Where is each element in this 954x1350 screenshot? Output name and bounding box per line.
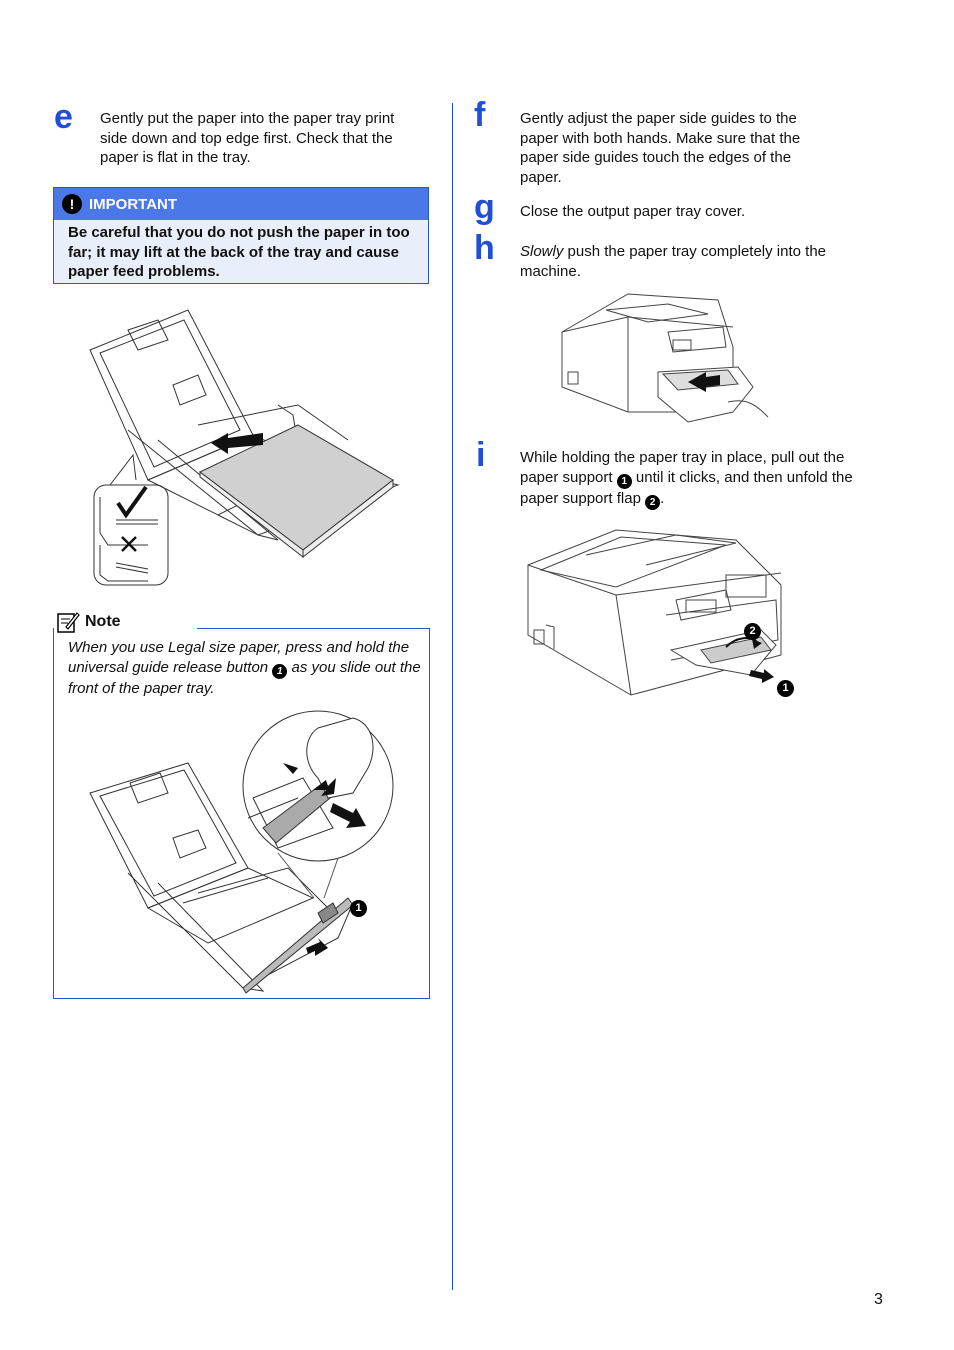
step-i-part3: . xyxy=(660,489,665,507)
legal-size-tray-illustration xyxy=(89,710,394,994)
step-i-part1: While holding the paper tray in place, p… xyxy=(520,449,845,486)
push-tray-illustration xyxy=(561,293,769,423)
paper-support-illustration xyxy=(527,529,782,696)
push-arrow-icon xyxy=(211,433,263,454)
page-number: 3 xyxy=(874,1291,883,1308)
note-pencil-icon xyxy=(57,612,80,633)
cross-icon xyxy=(121,536,137,552)
step-letter-g: g xyxy=(474,188,495,226)
step-e-text: Gently put the paper into the paper tray… xyxy=(100,110,395,166)
step-f-text: Gently adjust the paper side guides to t… xyxy=(520,110,801,186)
note-text: When you use Legal size paper, press and… xyxy=(68,638,423,698)
flip-arrow-icon xyxy=(752,639,762,649)
step-i-part2: until it clicks, and then unfold the pap… xyxy=(520,468,853,507)
note-top-border xyxy=(197,628,430,629)
step-h-text: Slowly push the paper tray completely in… xyxy=(520,242,855,281)
step-i-text: While holding the paper tray in place, p… xyxy=(520,448,855,510)
note-label: Note xyxy=(85,613,121,630)
pull-out-arrow-icon xyxy=(330,803,366,828)
checkmark-icon xyxy=(116,485,148,519)
pull-arrow-icon xyxy=(306,938,328,956)
push-arrow-icon-2 xyxy=(688,372,720,392)
figure-callout-1: 1 xyxy=(350,900,367,917)
note-text-part1: When you use Legal size paper, press and… xyxy=(68,639,410,676)
callout-number-2: 2 xyxy=(645,494,661,510)
important-label: IMPORTANT xyxy=(89,195,178,213)
note-text-part2: as you slide out the front of the paper … xyxy=(68,658,421,697)
step-letter-i: i xyxy=(476,436,486,474)
step-h-italic: Slowly xyxy=(520,243,564,260)
important-header: ! IMPORTANT xyxy=(54,188,428,220)
callout-number-1: 1 xyxy=(272,663,288,679)
note-box xyxy=(53,628,430,999)
important-box: ! IMPORTANT Be careful that you do not p… xyxy=(53,187,429,284)
callout-number-1: 1 xyxy=(616,473,632,489)
pull-arrow-icon-2 xyxy=(749,669,774,683)
note-title: Note xyxy=(56,610,121,634)
step-letter-e: e xyxy=(54,98,73,136)
exclamation-icon: ! xyxy=(62,194,82,214)
printer-callout-1: 1 xyxy=(777,680,794,697)
step-g-text: Close the output paper tray cover. xyxy=(520,203,746,220)
paper-tray-loading-illustration xyxy=(89,309,400,586)
column-divider xyxy=(452,103,453,1290)
step-letter-f: f xyxy=(474,96,486,134)
step-h-rest: push the paper tray completely into the … xyxy=(520,243,827,280)
important-text: Be careful that you do not push the pape… xyxy=(68,224,410,280)
printer-callout-2: 2 xyxy=(744,623,761,640)
step-letter-h: h xyxy=(474,229,495,267)
